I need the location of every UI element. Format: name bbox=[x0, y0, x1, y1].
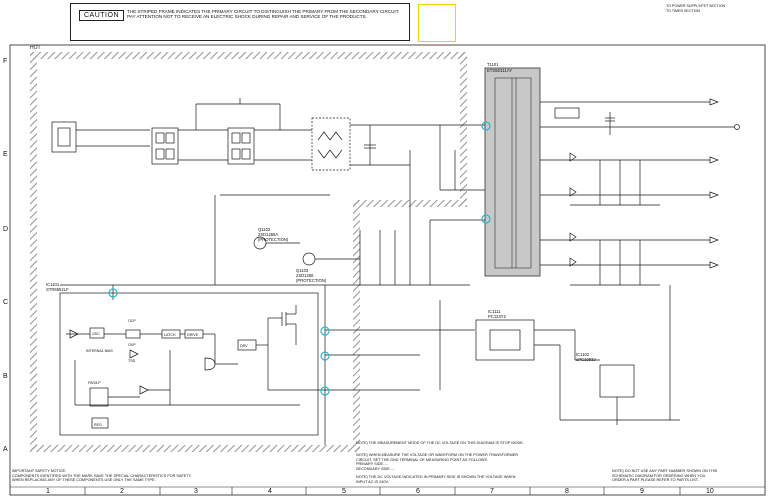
grid-row-c: C bbox=[3, 299, 9, 306]
legend-item-2: TO TIMER SECTION bbox=[666, 9, 701, 13]
grid-col-8: 8 bbox=[565, 488, 569, 495]
grid-col-2: 2 bbox=[120, 488, 124, 495]
ic-block-fbreg: FB/OLP bbox=[88, 381, 101, 385]
wiring bbox=[51, 98, 740, 445]
test-points bbox=[108, 121, 491, 396]
ic-block-latch: LATCH bbox=[164, 333, 176, 337]
highlight-box bbox=[418, 4, 456, 42]
legend: TO POWER SUPPLY/FET SECTION TO TIMER SEC… bbox=[666, 4, 725, 14]
caution-line1: THE STRIPED FRAME INDICATES THE PRIMARY … bbox=[127, 9, 400, 14]
note-safety: IMPORTANT SAFETY NOTICE: COMPONENTS IDEN… bbox=[12, 469, 192, 483]
note-transformer-gnd: NOTE) WHEN MEASURE THE VOLTAGE OR WAVEFO… bbox=[356, 453, 519, 471]
ic1111-part: PC123Y2 bbox=[488, 314, 507, 319]
q1103-ref: Q1103 bbox=[296, 268, 309, 273]
ic-block-drv: DRV bbox=[240, 344, 248, 348]
frame-label: HOT bbox=[30, 45, 41, 51]
caution-text: THE STRIPED FRAME INDICATES THE PRIMARY … bbox=[127, 9, 405, 20]
drawing-border bbox=[9, 44, 766, 496]
primary-frame bbox=[30, 52, 467, 452]
q1102-note: (PROTECTION) bbox=[258, 237, 289, 242]
ic1101-part: STR6552LF bbox=[46, 287, 69, 292]
ic-block-ocp: OCP bbox=[128, 319, 136, 323]
grid-row-f: F bbox=[3, 58, 8, 65]
note-measurement: NOTE) THE MEASUREMENT MODE OF THE DC VOL… bbox=[356, 441, 524, 445]
grid-col-3: 3 bbox=[194, 488, 198, 495]
grid-row-a: A bbox=[3, 446, 8, 453]
ic1102-ref: IC1102 bbox=[576, 352, 590, 357]
q1103-note: (PROTECTION) bbox=[296, 278, 327, 283]
grid-ticks bbox=[10, 486, 765, 495]
t1101-ref: T1101 bbox=[487, 62, 499, 67]
ic-block-internal-bias: INTERNAL BIAS bbox=[86, 349, 113, 353]
q1102-ref: Q1102 bbox=[258, 227, 271, 232]
ic1101-ref: IC1101 bbox=[46, 282, 60, 287]
grid-col-1: 1 bbox=[46, 488, 50, 495]
caution-line2: PAY ATTENTION NOT TO RECEIVE AN ELECTRIC… bbox=[127, 14, 367, 20]
ic1102-part: uPC1093J bbox=[576, 357, 596, 362]
ic-block-reg: REG bbox=[94, 423, 102, 427]
note-parts: NOTE) DO NOT USE ANY PART NUMBER SHOWN O… bbox=[612, 469, 718, 483]
q1102-part: 2SD1266A bbox=[258, 232, 278, 237]
ic1111-ref: IC1111 bbox=[488, 309, 501, 314]
t1101-part: ETS5D111AY bbox=[487, 68, 512, 73]
ic-block-drive: DRIVE bbox=[187, 333, 199, 337]
legend-item-1: TO POWER SUPPLY/FET SECTION bbox=[666, 4, 726, 8]
grid-row-e: E bbox=[3, 151, 8, 158]
grid-col-5: 5 bbox=[342, 488, 346, 495]
q1103-part: 2SD1266 bbox=[296, 273, 314, 278]
grid-col-4: 4 bbox=[268, 488, 272, 495]
grid-row-d: D bbox=[3, 226, 9, 233]
grid-col-7: 7 bbox=[490, 488, 494, 495]
transformer-t1101 bbox=[484, 67, 541, 277]
ic-block-ovp: OVP bbox=[128, 343, 136, 347]
grid-col-9: 9 bbox=[640, 488, 644, 495]
ic-block-osc: OSC bbox=[92, 332, 100, 336]
caution-box: CAUTION THE STRIPED FRAME INDICATES THE … bbox=[70, 3, 410, 41]
ic-block-tsd: TSD bbox=[128, 359, 136, 363]
grid-col-10: 10 bbox=[706, 488, 714, 495]
grid-row-b: B bbox=[3, 373, 8, 380]
caution-label: CAUTION bbox=[79, 10, 124, 21]
grid-col-6: 6 bbox=[416, 488, 420, 495]
note-primary-voltage: NOTE) THE DC VOLTAGE INDICATED IN PRIMAR… bbox=[356, 475, 516, 484]
